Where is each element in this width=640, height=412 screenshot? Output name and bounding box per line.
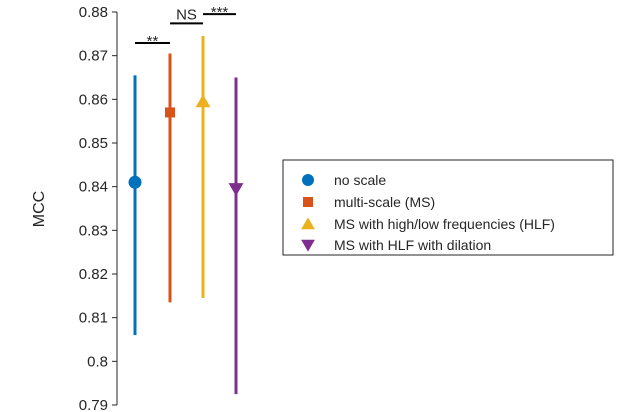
legend-label-0: no scale (334, 172, 386, 188)
significance-label-0: ** (147, 33, 159, 50)
y-tick-labels: 0.79 0.8 0.81 0.82 0.83 0.84 0.85 0.86 0.87 0.88 (79, 4, 108, 412)
y-tick-label-0: 0.79 (79, 397, 108, 412)
significance-label-1: NS (176, 6, 197, 23)
y-tick-label-2: 0.81 (79, 310, 108, 327)
legend-label-3: MS with HLF with dilation (334, 237, 491, 253)
error-bars (133, 36, 238, 395)
y-tick-label-3: 0.82 (79, 266, 108, 283)
y-tick-label-1: 0.8 (87, 353, 108, 370)
y-tick-label-7: 0.86 (79, 91, 108, 108)
legend-label-1: multi-scale (MS) (334, 194, 435, 210)
marker-2 (195, 94, 211, 108)
marker-1 (165, 107, 175, 118)
y-tick-label-8: 0.87 (79, 48, 108, 65)
significance-label-2: *** (211, 4, 229, 21)
marker-0 (128, 175, 142, 189)
legend-box (282, 159, 614, 256)
legend-marker-3 (301, 239, 315, 252)
legend-marker-2 (301, 217, 315, 230)
legend-label-2: MS with high/low frequencies (HLF) (334, 216, 555, 232)
legend-marker-1 (303, 197, 313, 207)
significance-annotations: ** NS *** (135, 4, 236, 50)
y-tick-label-9: 0.88 (79, 4, 108, 21)
y-tick-label-5: 0.84 (79, 179, 108, 196)
series-markers (128, 94, 244, 196)
y-axis (112, 11, 118, 406)
legend-marker-0 (302, 174, 314, 186)
marker-3 (228, 183, 244, 196)
legend: no scale multi-scale (MS) MS with high/low… (282, 159, 614, 256)
y-axis-title: MCC (31, 191, 48, 227)
y-tick-label-4: 0.83 (79, 222, 108, 239)
y-tick-label-6: 0.85 (79, 135, 108, 152)
